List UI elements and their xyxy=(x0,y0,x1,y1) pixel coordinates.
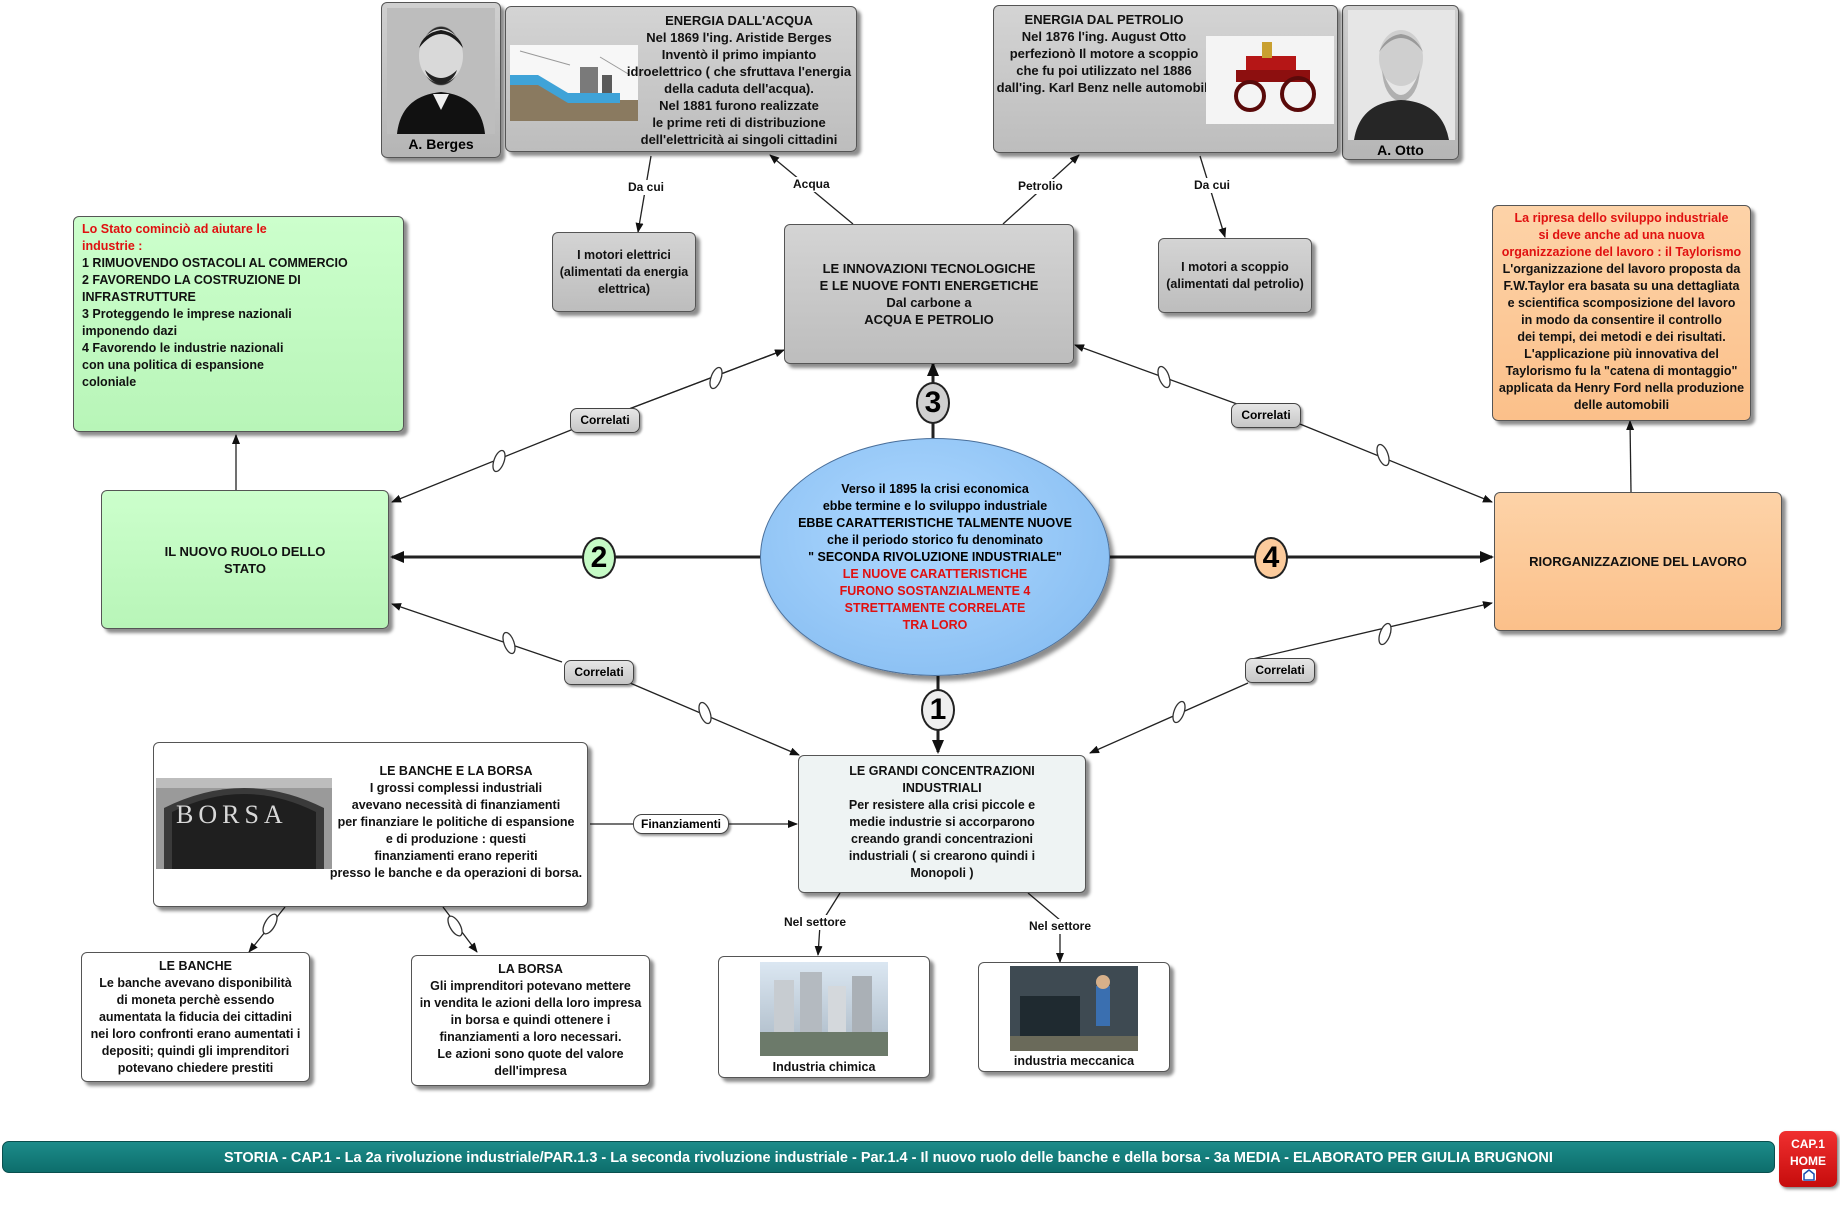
banche-e-borsa-title: LE BANCHE E LA BORSA xyxy=(379,764,533,778)
taylorismo-intro: La ripresa dello sviluppo industriale si… xyxy=(1501,211,1742,259)
energia-acqua-title: ENERGIA DALL'ACQUA xyxy=(665,13,813,28)
number-badge-3: 3 xyxy=(916,382,950,424)
link-handle xyxy=(1378,622,1392,646)
center-line-1: Verso il 1895 la crisi economica xyxy=(841,481,1029,496)
industria-chimica-box: Industria chimica xyxy=(718,956,930,1078)
link-handle xyxy=(1172,700,1186,724)
center-line-2: ebbe termine e lo sviluppo industriale xyxy=(822,498,1048,513)
taylorismo-text: L'organizzazione del lavoro proposta da … xyxy=(1498,262,1745,412)
banche-e-borsa-text: I grossi complessi industriali avevano n… xyxy=(329,781,583,880)
edge-lavoro-up xyxy=(1626,420,1635,493)
motori-elettrici-text: I motori elettrici (alimentati da energi… xyxy=(559,247,689,296)
edge-correlati-bottom-right-b xyxy=(1089,682,1249,754)
otto-portrait-card: A. Otto xyxy=(1342,5,1459,160)
center-line-4: che il periodo storico fu denominato xyxy=(827,532,1043,547)
la-borsa-box: LA BORSA Gli imprenditori potevano mette… xyxy=(411,955,650,1086)
center-red-4: TRA LORO xyxy=(902,617,968,632)
home-button-line1: CAP.1 xyxy=(1791,1137,1825,1151)
link-handle xyxy=(447,915,463,937)
stato-aiuti-box: Lo Stato cominciò ad aiutare le industri… xyxy=(73,216,404,432)
nuovo-ruolo-stato-text: IL NUOVO RUOLO DELLO STATO xyxy=(164,543,326,576)
borsa-photo-text: BORSA xyxy=(176,800,288,829)
label-acqua: Acqua xyxy=(793,177,830,192)
chemical-plant-photo xyxy=(760,962,888,1056)
link-handle xyxy=(262,913,278,935)
home-icon xyxy=(1802,1169,1816,1181)
innovazioni-text: LE INNOVAZIONI TECNOLOGICHE E LE NUOVE F… xyxy=(819,261,1039,327)
edge-correlati-top-right xyxy=(1074,344,1238,405)
link-handle xyxy=(1376,443,1390,467)
label-nel-settore-right: Nel settore xyxy=(1029,919,1092,934)
finanziamenti-label: Finanziamenti xyxy=(633,814,729,834)
grandi-concentrazioni-box: LE GRANDI CONCENTRAZIONI INDUSTRIALI Per… xyxy=(798,755,1086,893)
edge-correlati-bottom-left-b xyxy=(629,682,800,756)
grandi-concentrazioni-title: LE GRANDI CONCENTRAZIONI INDUSTRIALI xyxy=(849,764,1035,795)
label-da-cui-right: Da cui xyxy=(1194,178,1231,193)
label-petrolio: Petrolio xyxy=(1018,179,1063,194)
link-handle xyxy=(709,366,723,390)
correlati-label-top-right: Correlati xyxy=(1231,403,1301,428)
otto-photo xyxy=(1348,10,1455,140)
home-button[interactable]: CAP.1 HOME xyxy=(1779,1131,1837,1187)
stato-aiuti-intro: Lo Stato cominciò ad aiutare le industri… xyxy=(82,222,267,253)
motori-scoppio-text: I motori a scoppio (alimentati dal petro… xyxy=(1166,259,1304,291)
fire-engine-image xyxy=(1206,36,1334,124)
energia-acqua-box: ENERGIA DALL'ACQUA Nel 1869 l'ing. Arist… xyxy=(505,6,857,152)
energia-petrolio-text: Nel 1876 l'ing. August Otto perfezionò I… xyxy=(996,29,1212,95)
edge-correlati-top-right-b xyxy=(1289,419,1493,503)
label-nel-settore-left: Nel settore xyxy=(784,915,847,930)
banche-e-borsa-box: BORSA LE BANCHE E LA BORSA I grossi comp… xyxy=(153,742,588,907)
correlati-label-bottom-left: Correlati xyxy=(564,660,634,685)
energia-petrolio-title: ENERGIA DAL PETROLIO xyxy=(1024,12,1184,27)
le-banche-text: LE BANCHE Le banche avevano disponibilit… xyxy=(90,958,301,1075)
number-badge-1: 1 xyxy=(921,689,955,731)
taylorismo-box: La ripresa dello sviluppo industriale si… xyxy=(1492,205,1751,421)
borsa-building-photo: BORSA xyxy=(156,778,332,869)
riorganizzazione-lavoro-box: RIORGANIZZAZIONE DEL LAVORO xyxy=(1494,492,1782,631)
correlati-label-bottom-right: Correlati xyxy=(1245,658,1315,683)
stato-aiuti-list: 1 RIMUOVENDO OSTACOLI AL COMMERCIO 2 FAV… xyxy=(82,256,348,389)
center-red-1: LE NUOVE CARATTERISTICHE xyxy=(842,566,1028,581)
grandi-concentrazioni-text: Per resistere alla crisi piccole e medie… xyxy=(848,798,1036,880)
number-badge-2: 2 xyxy=(582,537,616,579)
industria-chimica-caption: Industria chimica xyxy=(772,1060,876,1074)
berges-photo xyxy=(387,8,495,134)
edge-dacui-right xyxy=(1199,155,1227,238)
berges-caption: A. Berges xyxy=(408,136,474,152)
le-banche-box: LE BANCHE Le banche avevano disponibilit… xyxy=(81,952,310,1082)
seconda-rivoluzione-ellipse: Verso il 1895 la crisi economica ebbe te… xyxy=(760,438,1110,676)
center-line-3: EBBE CARATTERISTICHE TALMENTE NUOVE xyxy=(798,515,1072,530)
mechanical-industry-photo xyxy=(1010,966,1138,1051)
correlati-label-top-left: Correlati xyxy=(570,408,640,433)
link-handle xyxy=(698,701,712,725)
footer-banner: STORIA - CAP.1 - La 2a rivoluzione indus… xyxy=(2,1141,1775,1173)
link-handle xyxy=(502,631,516,655)
edge-correlati-bottom-left xyxy=(391,603,563,663)
motori-elettrici-box: I motori elettrici (alimentati da energi… xyxy=(552,232,696,312)
home-button-line2: HOME xyxy=(1790,1154,1826,1168)
nuovo-ruolo-stato-box: IL NUOVO RUOLO DELLO STATO xyxy=(101,490,389,629)
hydroelectric-diagram-image xyxy=(510,45,638,121)
motori-scoppio-box: I motori a scoppio (alimentati dal petro… xyxy=(1158,238,1312,313)
center-red-3: STRETTAMENTE CORRELATE xyxy=(844,600,1026,615)
energia-petrolio-box: ENERGIA DAL PETROLIO Nel 1876 l'ing. Aug… xyxy=(993,5,1338,153)
berges-portrait-card: A. Berges xyxy=(381,2,501,158)
industria-meccanica-caption: industria meccanica xyxy=(1013,1054,1135,1068)
innovazioni-box: LE INNOVAZIONI TECNOLOGICHE E LE NUOVE F… xyxy=(784,224,1074,364)
number-badge-4: 4 xyxy=(1254,537,1288,579)
energia-acqua-text: Nel 1869 l'ing. Aristide Berges Inventò … xyxy=(626,30,852,147)
edge-correlati-bottom-right xyxy=(1247,601,1493,661)
otto-caption: A. Otto xyxy=(1377,142,1424,158)
link-handle xyxy=(492,449,506,473)
center-red-2: FURONO SOSTANZIALMENTE 4 xyxy=(839,583,1031,598)
la-borsa-text: LA BORSA Gli imprenditori potevano mette… xyxy=(419,962,642,1078)
riorganizzazione-lavoro-text: RIORGANIZZAZIONE DEL LAVORO xyxy=(1529,554,1747,569)
industria-meccanica-box: industria meccanica xyxy=(978,962,1170,1072)
link-handle xyxy=(1157,365,1171,389)
label-da-cui-left: Da cui xyxy=(628,180,665,195)
center-line-5: " SECONDA RIVOLUZIONE INDUSTRIALE" xyxy=(808,549,1062,564)
